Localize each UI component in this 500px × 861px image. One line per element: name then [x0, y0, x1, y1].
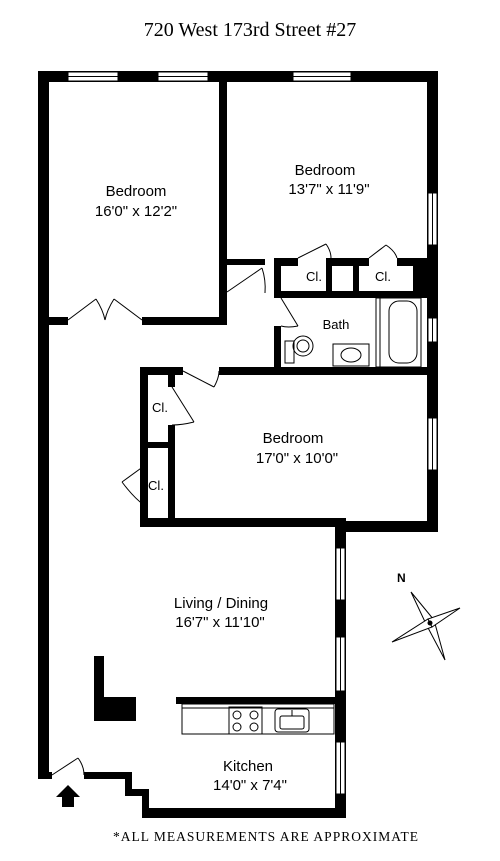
doors: [51, 243, 398, 776]
room-bedroom-2: Bedroom 13'7" x 11'9": [288, 162, 369, 198]
compass-rose-icon: N: [391, 571, 461, 661]
room-closet-1: Cl.: [306, 269, 322, 284]
room-bedroom-1: Bedroom 16'0" x 12'2": [95, 183, 177, 220]
walls: [38, 71, 438, 818]
stove-icon: [228, 706, 263, 735]
room-dimensions: 13'7" x 11'9": [288, 181, 369, 198]
room-name: Cl.: [152, 400, 168, 415]
room-closet-2: Cl.: [375, 269, 391, 284]
room-dimensions: 16'7" x 11'10": [175, 614, 265, 631]
room-dimensions: 17'0" x 10'0": [256, 450, 338, 467]
room-closet-4: Cl.: [148, 478, 164, 493]
room-dimensions: 16'0" x 12'2": [95, 203, 177, 220]
entry-arrow-icon: [56, 785, 80, 807]
measurements-footnote: *ALL MEASUREMENTS ARE APPROXIMATE: [113, 829, 419, 844]
room-name: Bedroom: [263, 430, 324, 447]
fixtures: [181, 297, 422, 735]
room-name: Kitchen: [223, 758, 273, 775]
room-name: Bedroom: [106, 183, 167, 200]
toilet-icon: [284, 335, 314, 364]
room-name: Cl.: [148, 478, 164, 493]
room-name: Bath: [323, 317, 350, 332]
room-name: Bedroom: [295, 162, 356, 179]
compass-north-label: N: [397, 571, 406, 585]
room-kitchen: Kitchen 14'0" x 7'4": [213, 758, 287, 794]
room-name: Living / Dining: [174, 595, 268, 612]
room-living-dining: Living / Dining 16'7" x 11'10": [174, 595, 268, 631]
room-bedroom-3: Bedroom 17'0" x 10'0": [256, 430, 338, 467]
room-bath: Bath: [323, 317, 350, 332]
page-title: 720 West 173rd Street #27: [144, 19, 356, 41]
kitchen-sink-icon: [274, 708, 310, 733]
room-name: Cl.: [306, 269, 322, 284]
sink-icon: [332, 343, 370, 367]
room-name: Cl.: [375, 269, 391, 284]
windows: [67, 71, 438, 795]
room-dimensions: 14'0" x 7'4": [213, 777, 287, 794]
room-closet-3: Cl.: [152, 400, 168, 415]
